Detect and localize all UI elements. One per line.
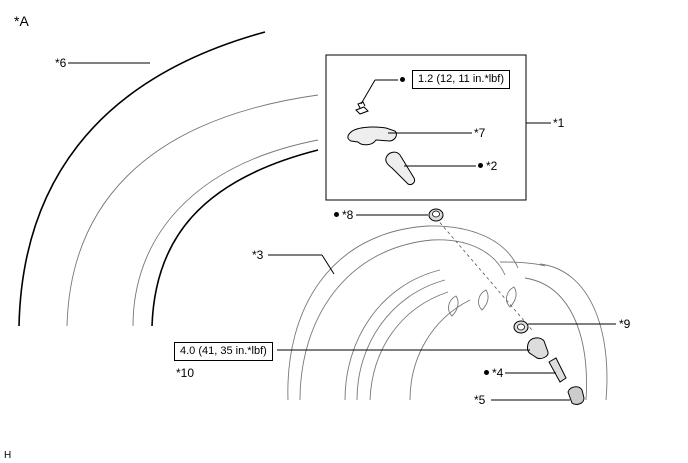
label-8: *8 (342, 208, 354, 222)
wheel-rim-3 (344, 269, 441, 401)
wheel-rim-2 (299, 239, 506, 401)
label-4: *4 (492, 366, 504, 380)
wheel-rim-4 (356, 279, 446, 401)
bullet-icon (334, 212, 339, 218)
wheel-rim-5 (369, 291, 449, 401)
label-1: *1 (553, 116, 565, 130)
pressure-sensor (347, 126, 397, 146)
wheel-hole-1 (448, 295, 459, 317)
tire-bead-arc-grey (132, 139, 319, 327)
valve-stem (385, 151, 415, 185)
label-4-wrap: *4 (484, 366, 503, 380)
figure-id-label: *A (14, 13, 29, 29)
label-3: *3 (252, 248, 264, 262)
label-6: *6 (55, 56, 67, 70)
label-5: *5 (474, 393, 486, 407)
sensor-torque-dot (400, 73, 408, 87)
wheel-hole-3 (506, 286, 517, 308)
label-2: *2 (486, 159, 498, 173)
label-2-wrap: *2 (478, 159, 497, 173)
label-8-wrap: *8 (334, 208, 353, 222)
valve-torque-spec: 4.0 (41, 35 in.*lbf) (174, 342, 273, 361)
wheel-disc-outer (539, 263, 608, 401)
label-7: *7 (474, 126, 486, 140)
bullet-icon (400, 76, 405, 82)
sensor-screw (355, 101, 369, 115)
tire-outer-arc (18, 31, 266, 327)
sensor-torque-spec: 1.2 (12, 11 in.*lbf) (412, 70, 511, 89)
wheel-hole-2 (478, 289, 489, 311)
sensor-inset-frame (325, 54, 527, 201)
wheel-disc-inner (524, 277, 587, 401)
wheel-disc-edge (499, 261, 546, 267)
label-10: *10 (176, 366, 195, 380)
assembly-axis (435, 217, 533, 331)
valve-cap (567, 386, 585, 405)
label-9: *9 (619, 317, 631, 331)
leader-sensor-torque (360, 79, 376, 105)
corner-mark: H (4, 450, 12, 461)
valve-core (548, 357, 567, 383)
bullet-icon (478, 163, 483, 169)
wheel-rim-outer (287, 225, 519, 401)
valve-nut (526, 337, 549, 359)
bullet-icon (484, 370, 489, 376)
tire-bead-arc (151, 149, 319, 327)
tire-inner-arc (66, 94, 319, 327)
